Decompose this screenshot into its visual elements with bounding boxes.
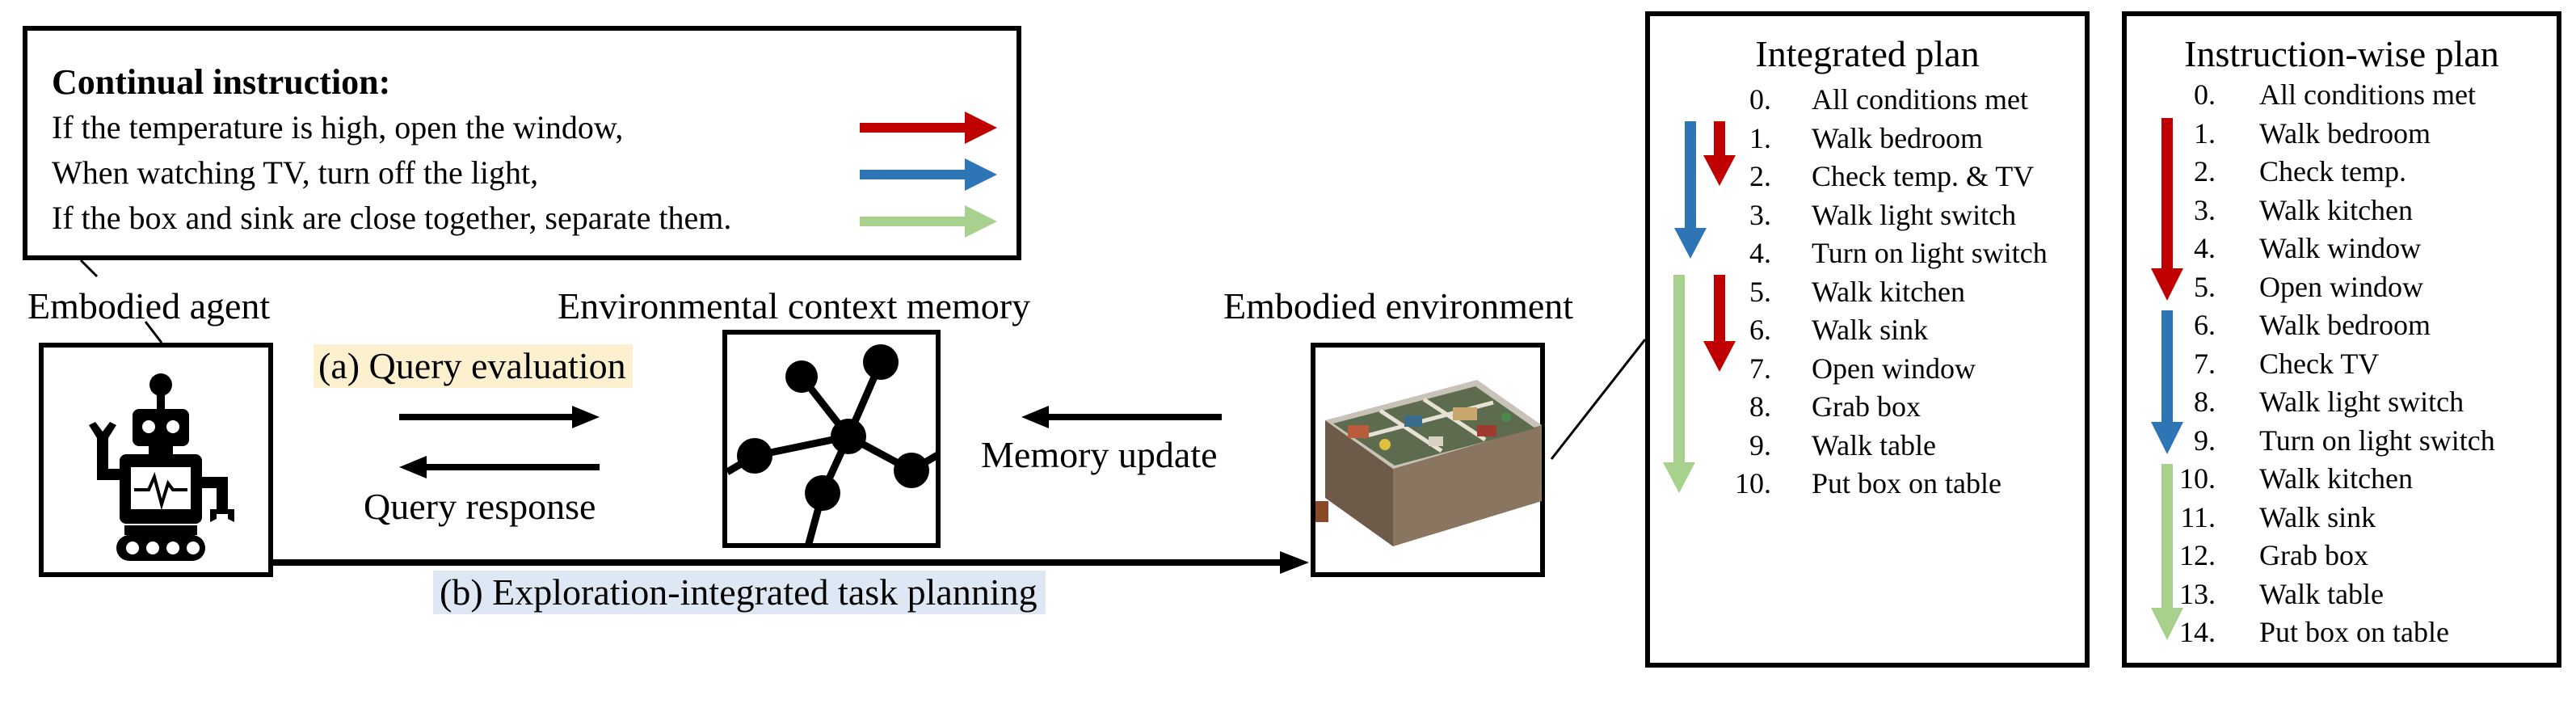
step-number: 9. bbox=[1749, 428, 1771, 461]
exploration-label: (b) Exploration-integrated task planning bbox=[433, 571, 1046, 614]
step-text: Open window bbox=[2259, 270, 2423, 303]
step-text: Check temp. bbox=[2259, 155, 2406, 188]
step-number: 0. bbox=[2194, 78, 2216, 111]
step-text: Walk light switch bbox=[2259, 386, 2464, 418]
step-text: Check TV bbox=[2259, 347, 2380, 380]
integrated-green-arrow bbox=[1663, 275, 1695, 493]
step-number: 4. bbox=[1749, 237, 1771, 269]
step-number: 8. bbox=[1749, 390, 1771, 423]
instruction-line-3: If the box and sink are close together, … bbox=[52, 200, 732, 236]
memory-label: Environmental context memory bbox=[558, 285, 1031, 327]
instruction-wise-green-arrow bbox=[2151, 464, 2183, 640]
step-number: 4. bbox=[2194, 232, 2216, 264]
graph-network-icon bbox=[725, 344, 941, 548]
step-text: Walk sink bbox=[2259, 500, 2376, 533]
query-response-label: Query response bbox=[364, 486, 596, 527]
step-number: 11. bbox=[2180, 500, 2216, 533]
step-number: 5. bbox=[1749, 275, 1771, 308]
agent-box bbox=[39, 343, 273, 577]
step-text: Walk kitchen bbox=[2259, 462, 2414, 495]
step-number: 2. bbox=[2194, 155, 2216, 188]
step-number: 9. bbox=[2194, 424, 2216, 457]
integrated-red-arrow-1 bbox=[1703, 121, 1736, 186]
query-evaluation-arrow bbox=[399, 406, 600, 428]
instruction-line-1: If the temperature is high, open the win… bbox=[52, 109, 624, 145]
floorplan-3d-icon bbox=[1315, 380, 1542, 546]
instruction-wise-blue-arrow bbox=[2151, 310, 2183, 454]
step-text: Open window bbox=[1812, 352, 1976, 385]
step-text: Walk kitchen bbox=[1812, 275, 1966, 308]
robot-icon bbox=[89, 373, 234, 561]
step-number: 3. bbox=[1749, 198, 1771, 231]
step-text: Walk bedroom bbox=[2259, 309, 2431, 341]
step-text: Walk table bbox=[2259, 577, 2384, 610]
integrated-red-arrow-2 bbox=[1703, 275, 1736, 372]
step-text: Walk bedroom bbox=[2259, 116, 2431, 150]
query-evaluation-label: (a) Query evaluation bbox=[314, 344, 633, 388]
memory-update-arrow bbox=[1021, 406, 1222, 428]
step-number: 1. bbox=[1749, 121, 1771, 154]
exploration-arrow bbox=[273, 551, 1309, 574]
environment-label: Embodied environment bbox=[1223, 285, 1574, 327]
memory-update-label: Memory update bbox=[981, 434, 1218, 475]
step-number: 3. bbox=[2194, 193, 2216, 226]
continual-instruction-box: Continual instruction: If the temperatur… bbox=[23, 26, 1021, 260]
step-text: Check temp. & TV bbox=[1812, 160, 2035, 192]
instruction-arrows bbox=[860, 112, 997, 238]
integrated-plan-panel: Integrated plan 0. All conditions met 1. Wa… bbox=[1645, 11, 2090, 668]
step-text: Walk window bbox=[2259, 232, 2422, 264]
instruction-wise-plan-arrows bbox=[2151, 118, 2183, 640]
step-number: 7. bbox=[1749, 352, 1771, 385]
step-text: Walk sink bbox=[1812, 314, 1929, 346]
step-number: 7. bbox=[2194, 347, 2216, 380]
memory-box bbox=[722, 330, 941, 548]
step-text: Turn on light switch bbox=[1812, 237, 2048, 269]
step-text: Walk light switch bbox=[1812, 198, 2017, 231]
instruction-arrow-green bbox=[860, 205, 997, 238]
step-number: 14. bbox=[2179, 616, 2216, 648]
step-text: Put box on table bbox=[2259, 616, 2449, 648]
instruction-arrow-blue bbox=[860, 158, 997, 191]
step-number: 8. bbox=[2194, 386, 2216, 418]
step-text: Grab box bbox=[2259, 539, 2368, 571]
instruction-heading: Continual instruction: bbox=[52, 62, 391, 102]
step-text: Walk table bbox=[1812, 428, 1937, 461]
instruction-line-2: When watching TV, turn off the light, bbox=[52, 154, 539, 191]
instruction-wise-plan-title: Instruction-wise plan bbox=[2184, 33, 2499, 74]
step-number: 12. bbox=[2179, 539, 2216, 571]
agent-label: Embodied agent bbox=[27, 285, 271, 327]
step-number: 10. bbox=[1735, 467, 1771, 499]
instruction-wise-red-arrow bbox=[2151, 118, 2183, 301]
step-number: 10. bbox=[2179, 462, 2216, 495]
step-number: 2. bbox=[1749, 160, 1771, 192]
step-text: Walk bedroom bbox=[1812, 121, 1984, 154]
step-text: All conditions met bbox=[1812, 83, 2028, 116]
step-number: 6. bbox=[1749, 314, 1771, 346]
step-number: 13. bbox=[2179, 577, 2216, 610]
step-number: 1. bbox=[2194, 116, 2216, 150]
integrated-blue-arrow bbox=[1674, 121, 1707, 259]
instruction-wise-plan-panel: Instruction-wise plan 0. All conditions m… bbox=[2122, 11, 2561, 668]
step-number: 5. bbox=[2194, 270, 2216, 303]
step-text: Turn on light switch bbox=[2259, 424, 2495, 457]
integrated-plan-arrows bbox=[1663, 121, 1736, 493]
instruction-arrow-red bbox=[860, 112, 997, 144]
query-response-arrow bbox=[399, 456, 600, 478]
step-text: Put box on table bbox=[1812, 467, 2001, 499]
step-number: 6. bbox=[2194, 309, 2216, 341]
step-text: Walk kitchen bbox=[2259, 193, 2414, 226]
step-number: 0. bbox=[1749, 83, 1771, 116]
environment-box bbox=[1311, 343, 1545, 577]
step-text: All conditions met bbox=[2259, 78, 2476, 111]
step-text: Grab box bbox=[1812, 390, 1921, 423]
integrated-plan-title: Integrated plan bbox=[1755, 33, 1980, 74]
